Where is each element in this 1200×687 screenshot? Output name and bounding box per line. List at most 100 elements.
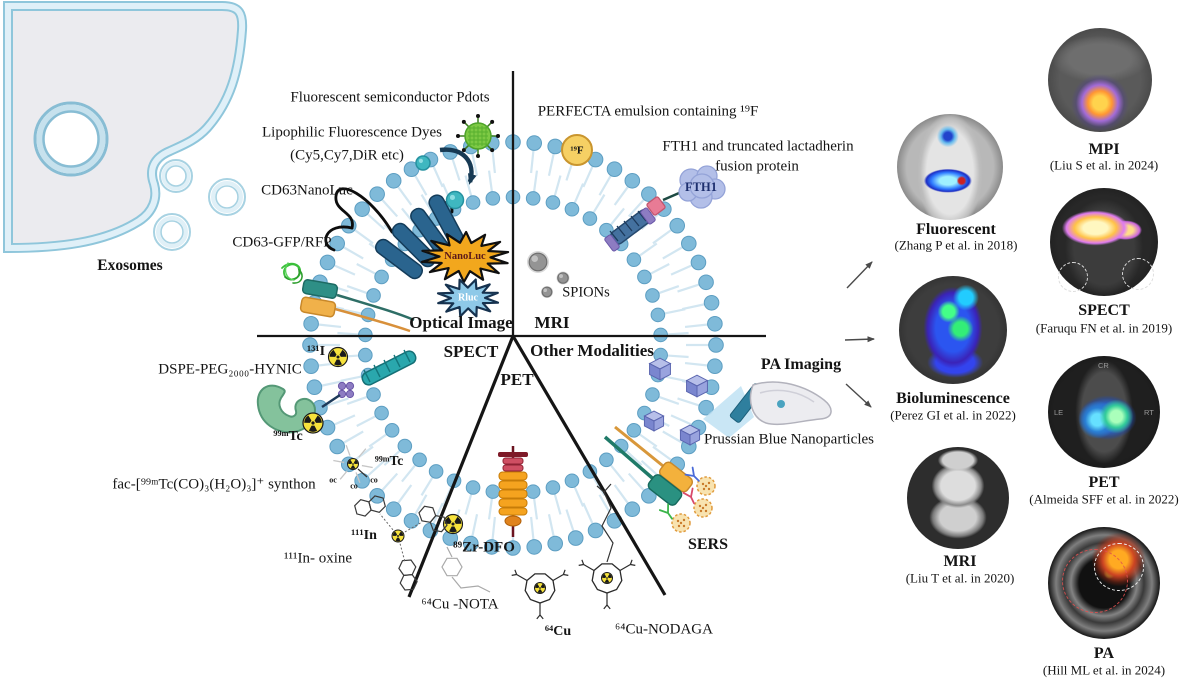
dye-dot — [445, 190, 465, 210]
photo-pet: CR LE RT — [1048, 356, 1160, 468]
prussian-blue-cube — [643, 410, 665, 432]
label-dyes-line2: (Cy5,Cy7,DiR etc) — [290, 147, 404, 164]
panel-mpi-title: MPI — [1088, 140, 1120, 158]
label-exosomes: Exosomes — [97, 257, 163, 275]
label-tc99m-star: ⁹⁹ᵐTc — [374, 453, 404, 469]
pa-dashed-ellipse-white — [1094, 543, 1144, 591]
label-pa-imaging: PA Imaging — [760, 355, 842, 373]
nanoluc-burst — [420, 230, 510, 284]
dye-curved-arrow — [439, 147, 477, 185]
sers-nanoparticle — [693, 498, 713, 518]
gfp-scribble — [281, 262, 303, 284]
prussian-blue-cube — [648, 357, 672, 381]
rluc-burst-label: Rluc — [458, 292, 478, 304]
radiation-icon — [302, 412, 324, 434]
spect-dashed-circle-left — [1058, 262, 1088, 292]
photo-fluorescent — [897, 114, 1003, 220]
label-synthon: fac-[⁹⁹ᵐTc(CO)₃(H₂O)₃]⁺ synthon — [112, 476, 316, 493]
label-dspe-hynic: DSPE-PEG₂₀₀₀-HYNIC — [158, 361, 302, 378]
spion-sphere — [556, 271, 570, 285]
nodaga-pendant-chain — [596, 483, 614, 563]
prussian-blue-cube — [685, 374, 709, 398]
antibody-icon — [682, 487, 695, 505]
section-optical: Optical Image — [409, 313, 513, 333]
gfp-rfp-anchor — [281, 262, 415, 333]
panel-fluorescent-cite: (Zhang P et al. in 2018) — [894, 237, 1018, 253]
panel-pet-title: PET — [1088, 473, 1120, 491]
label-zr89-dfo: ⁸⁹Zr-DFO — [453, 539, 515, 556]
pet-overlay-cr: CR — [1098, 361, 1109, 370]
label-cd63-gfp-rfp: CD63-GFP/RFP — [232, 234, 332, 251]
photo-spect — [1050, 188, 1158, 296]
pdot-particle — [456, 114, 500, 158]
dye-dot — [415, 155, 431, 171]
fth1-tag-label: FTH1 — [685, 179, 717, 194]
panel-bioluminescence-title: Bioluminescence — [896, 389, 1010, 407]
radiation-icon — [601, 572, 613, 584]
cu64-nota-structure — [511, 569, 569, 620]
nanoluc-burst-label: NanoLuc — [444, 250, 486, 262]
sers-nanoparticle — [696, 476, 716, 496]
label-cu64-nota: ⁶⁴Cu -NOTA — [421, 596, 499, 613]
radiation-icon — [391, 529, 405, 543]
panel-pa-title: PA — [1093, 644, 1115, 662]
label-in111: ¹¹¹In — [351, 527, 377, 543]
photo-mri — [907, 447, 1009, 549]
spion-sphere — [541, 286, 553, 298]
vesicle-large — [33, 101, 109, 177]
panel-mri-title: MRI — [943, 552, 977, 570]
panel-pet-cite: (Almeida SFF et al. in 2022) — [1029, 491, 1179, 507]
membrane-ring — [302, 134, 724, 556]
pa-probe — [703, 381, 832, 438]
panel-spect-cite: (Faruqu FN et al. in 2019) — [1035, 320, 1173, 336]
section-other: Other Modalities — [530, 341, 654, 361]
section-pet: PET — [500, 370, 534, 390]
zr89-channel — [498, 446, 528, 537]
panel-mpi-cite: (Liu S et al. in 2024) — [1049, 157, 1159, 173]
membrane-proteins — [256, 147, 832, 537]
label-co2: co — [370, 475, 378, 485]
photo-mpi — [1048, 28, 1152, 132]
spect-dashed-circle-right — [1122, 258, 1154, 290]
hynic-rod-assembly — [256, 349, 417, 434]
photo-bioluminescence — [899, 276, 1007, 384]
label-fth1-line2: fusion protein — [715, 158, 799, 175]
cell-releasing-exosomes — [2, 1, 248, 254]
decorations — [302, 114, 716, 620]
tc99m-synthon-star — [333, 444, 373, 484]
rluc-burst — [436, 278, 500, 318]
label-dyes-line1: Lipophilic Fluorescence Dyes — [262, 124, 442, 141]
label-cu64-nodaga: ⁶⁴Cu-NODAGA — [615, 621, 713, 638]
panel-mri-cite: (Liu T et al. in 2020) — [905, 570, 1015, 586]
label-oc: oc — [329, 475, 337, 485]
fth1-assembly — [604, 165, 726, 252]
quadrant-lines — [257, 71, 766, 598]
label-in111-oxine: ¹¹¹In- oxine — [283, 550, 353, 567]
exosome-vesicles — [153, 159, 246, 251]
label-cu64: ⁶⁴Cu — [544, 623, 572, 639]
tc99m-green-blob — [256, 384, 317, 434]
sers-rods — [603, 425, 694, 506]
panel-fluorescent-title: Fluorescent — [916, 220, 996, 238]
label-fth1-line1: FTH1 and truncated lactadherin — [662, 138, 854, 155]
radiation-icon — [534, 582, 546, 594]
panel-bioluminescence-cite: (Perez GI et al. in 2022) — [890, 407, 1016, 423]
antibody-icon — [684, 466, 700, 482]
label-co1: co — [350, 481, 358, 491]
label-spions: SPIONs — [562, 284, 610, 301]
cu64-nodaga-structure — [578, 559, 636, 610]
label-prussian: Prussian Blue Nanoparticles — [704, 431, 874, 448]
f19-badge — [561, 134, 593, 166]
f19-badge-label: ¹⁹F — [570, 144, 584, 157]
pet-overlay-le: LE — [1054, 408, 1064, 417]
radiation-icon — [347, 458, 359, 470]
section-mri: MRI — [534, 313, 570, 333]
label-cd63-nanoluc: CD63NanoLuc — [261, 182, 353, 199]
sers-nanoparticle — [671, 513, 691, 533]
photo-pa — [1048, 527, 1160, 639]
radiation-icon — [327, 346, 349, 368]
prussian-blue-cube — [679, 424, 701, 446]
panel-spect-title: SPECT — [1078, 301, 1130, 319]
